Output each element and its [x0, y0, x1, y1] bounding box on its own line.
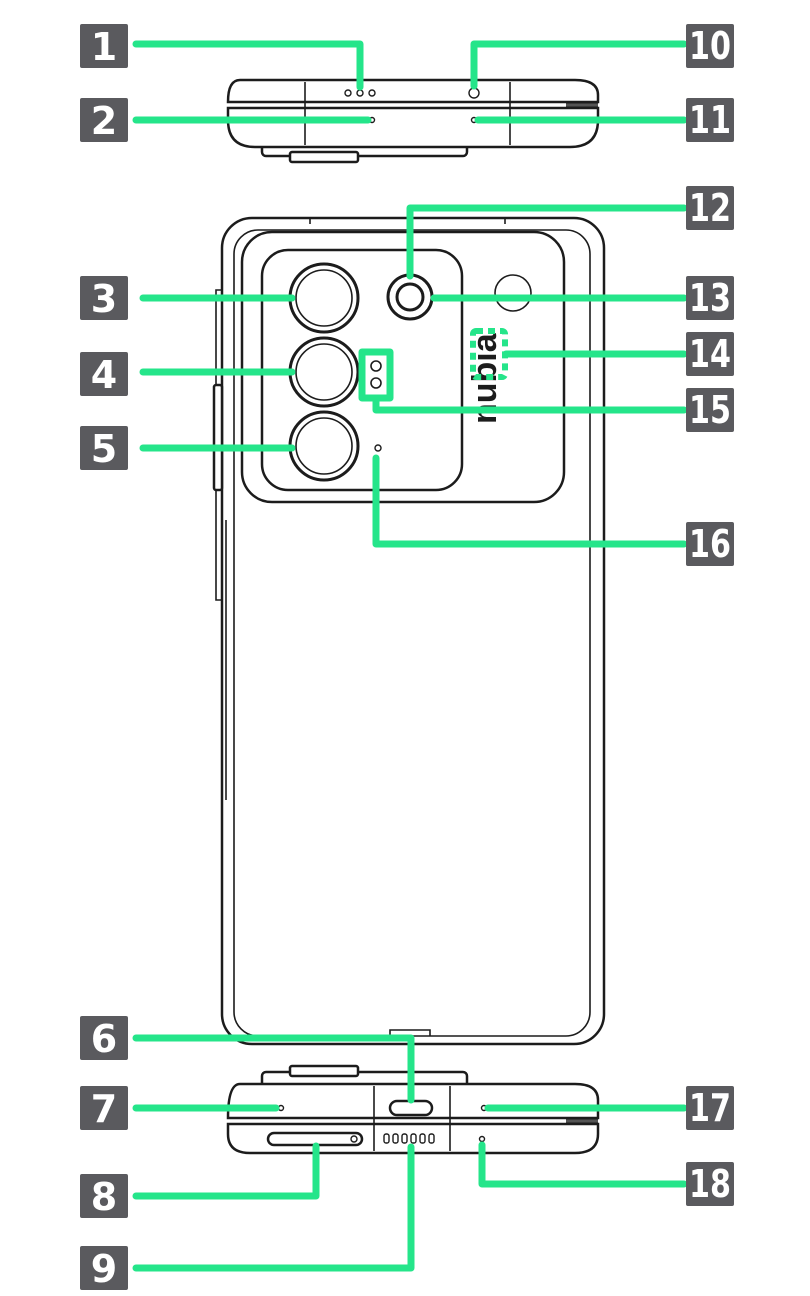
callout-7: 7 — [80, 1086, 128, 1131]
callout-18-label: 18 — [689, 1162, 731, 1206]
callout-2: 2 — [80, 98, 128, 143]
leader-lines — [132, 40, 688, 1272]
flash-marker — [358, 348, 394, 402]
leader-6 — [132, 1034, 415, 1104]
callout-10: 10 — [686, 24, 734, 68]
leader-18 — [478, 1141, 688, 1188]
callout-17: 17 — [686, 1086, 734, 1130]
callout-8: 8 — [80, 1174, 128, 1219]
leader-16 — [372, 454, 688, 548]
callout-5: 5 — [80, 426, 128, 471]
callout-9: 9 — [80, 1246, 128, 1291]
callout-1: 1 — [80, 24, 128, 69]
callout-3-label: 3 — [91, 277, 117, 321]
callout-10-label: 10 — [689, 24, 731, 68]
callout-11-label: 11 — [689, 98, 731, 142]
leader-8 — [132, 1142, 320, 1200]
leader-12 — [406, 204, 688, 280]
callout-5-label: 5 — [91, 427, 117, 471]
callout-13: 13 — [686, 276, 734, 320]
callout-8-label: 8 — [91, 1175, 117, 1219]
callout-15: 15 — [686, 388, 734, 432]
callout-16: 16 — [686, 522, 734, 566]
callout-4: 4 — [80, 352, 128, 397]
callout-14: 14 — [686, 332, 734, 376]
callout-18: 18 — [686, 1162, 734, 1206]
callout-17-label: 17 — [689, 1086, 731, 1130]
callout-6-label: 6 — [91, 1017, 117, 1061]
callout-2-label: 2 — [91, 99, 117, 143]
callout-14-label: 14 — [689, 332, 731, 376]
leader-1 — [132, 40, 364, 91]
callout-12-label: 12 — [689, 186, 731, 230]
callout-6: 6 — [80, 1016, 128, 1061]
callout-4-label: 4 — [91, 353, 117, 397]
callout-1-label: 1 — [91, 25, 117, 69]
phone-back-view: nubia — [212, 216, 606, 1046]
leader-9 — [132, 1143, 415, 1272]
leader-10 — [470, 40, 688, 90]
callout-7-label: 7 — [91, 1087, 117, 1131]
flash-leds — [368, 358, 384, 392]
nfc-marker — [470, 328, 508, 380]
callout-3: 3 — [80, 276, 128, 321]
callout-12: 12 — [686, 186, 734, 230]
leader-15 — [372, 396, 688, 414]
callout-13-label: 13 — [689, 276, 731, 320]
callout-16-label: 16 — [689, 522, 731, 566]
callout-9-label: 9 — [91, 1247, 117, 1291]
callout-11: 11 — [686, 98, 734, 142]
callout-15-label: 15 — [689, 388, 731, 432]
